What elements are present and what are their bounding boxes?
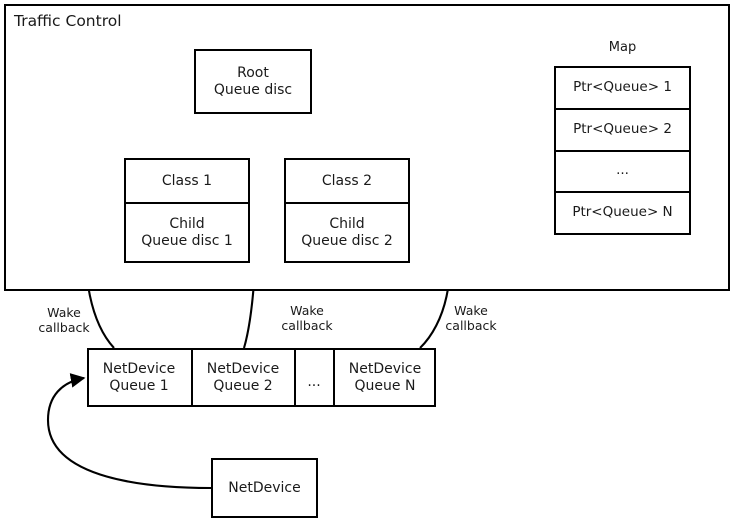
- class-1-header: Class 1: [161, 172, 213, 189]
- root-queue-disc-node[interactable]: Root Queue disc: [194, 49, 312, 114]
- map-row-ptr-queue-n[interactable]: Ptr<Queue> N: [556, 191, 689, 233]
- netdevice-node[interactable]: NetDevice: [211, 458, 318, 518]
- map-title: Map: [608, 40, 637, 55]
- netdevice-queue-1[interactable]: NetDevice Queue 1: [102, 360, 176, 394]
- wake-callback-label-3: Wake callback: [445, 303, 497, 333]
- netdevice-label: NetDevice: [228, 479, 301, 496]
- class-2-header: Class 2: [321, 172, 373, 189]
- netdevice-queue-2[interactable]: NetDevice Queue 2: [190, 350, 294, 405]
- map-row-ellipsis: ...: [556, 149, 689, 192]
- map-row-ptr-queue-2[interactable]: Ptr<Queue> 2: [556, 107, 689, 150]
- class-1-node[interactable]: Class 1 Child Queue disc 1: [124, 158, 250, 263]
- netdevice-queue-n[interactable]: NetDevice Queue N: [332, 350, 436, 405]
- netdevice-queue-row: NetDevice Queue 1 NetDevice Queue 2 ... …: [87, 348, 436, 407]
- map-node[interactable]: Ptr<Queue> 1 Ptr<Queue> 2 ... Ptr<Queue>…: [554, 66, 691, 235]
- wake-callback-label-1: Wake callback: [38, 305, 90, 335]
- class-2-node[interactable]: Class 2 Child Queue disc 2: [284, 158, 410, 263]
- traffic-control-title: Traffic Control: [14, 12, 122, 30]
- child-queue-disc-1-label: Child Queue disc 1: [126, 202, 248, 261]
- map-row-ptr-queue-1[interactable]: Ptr<Queue> 1: [573, 78, 672, 95]
- child-queue-disc-2-label: Child Queue disc 2: [286, 202, 408, 261]
- netdevice-queue-ellipsis: ...: [293, 350, 333, 405]
- root-queue-disc-label: Root Queue disc: [213, 64, 293, 98]
- wake-callback-label-2: Wake callback: [281, 303, 333, 333]
